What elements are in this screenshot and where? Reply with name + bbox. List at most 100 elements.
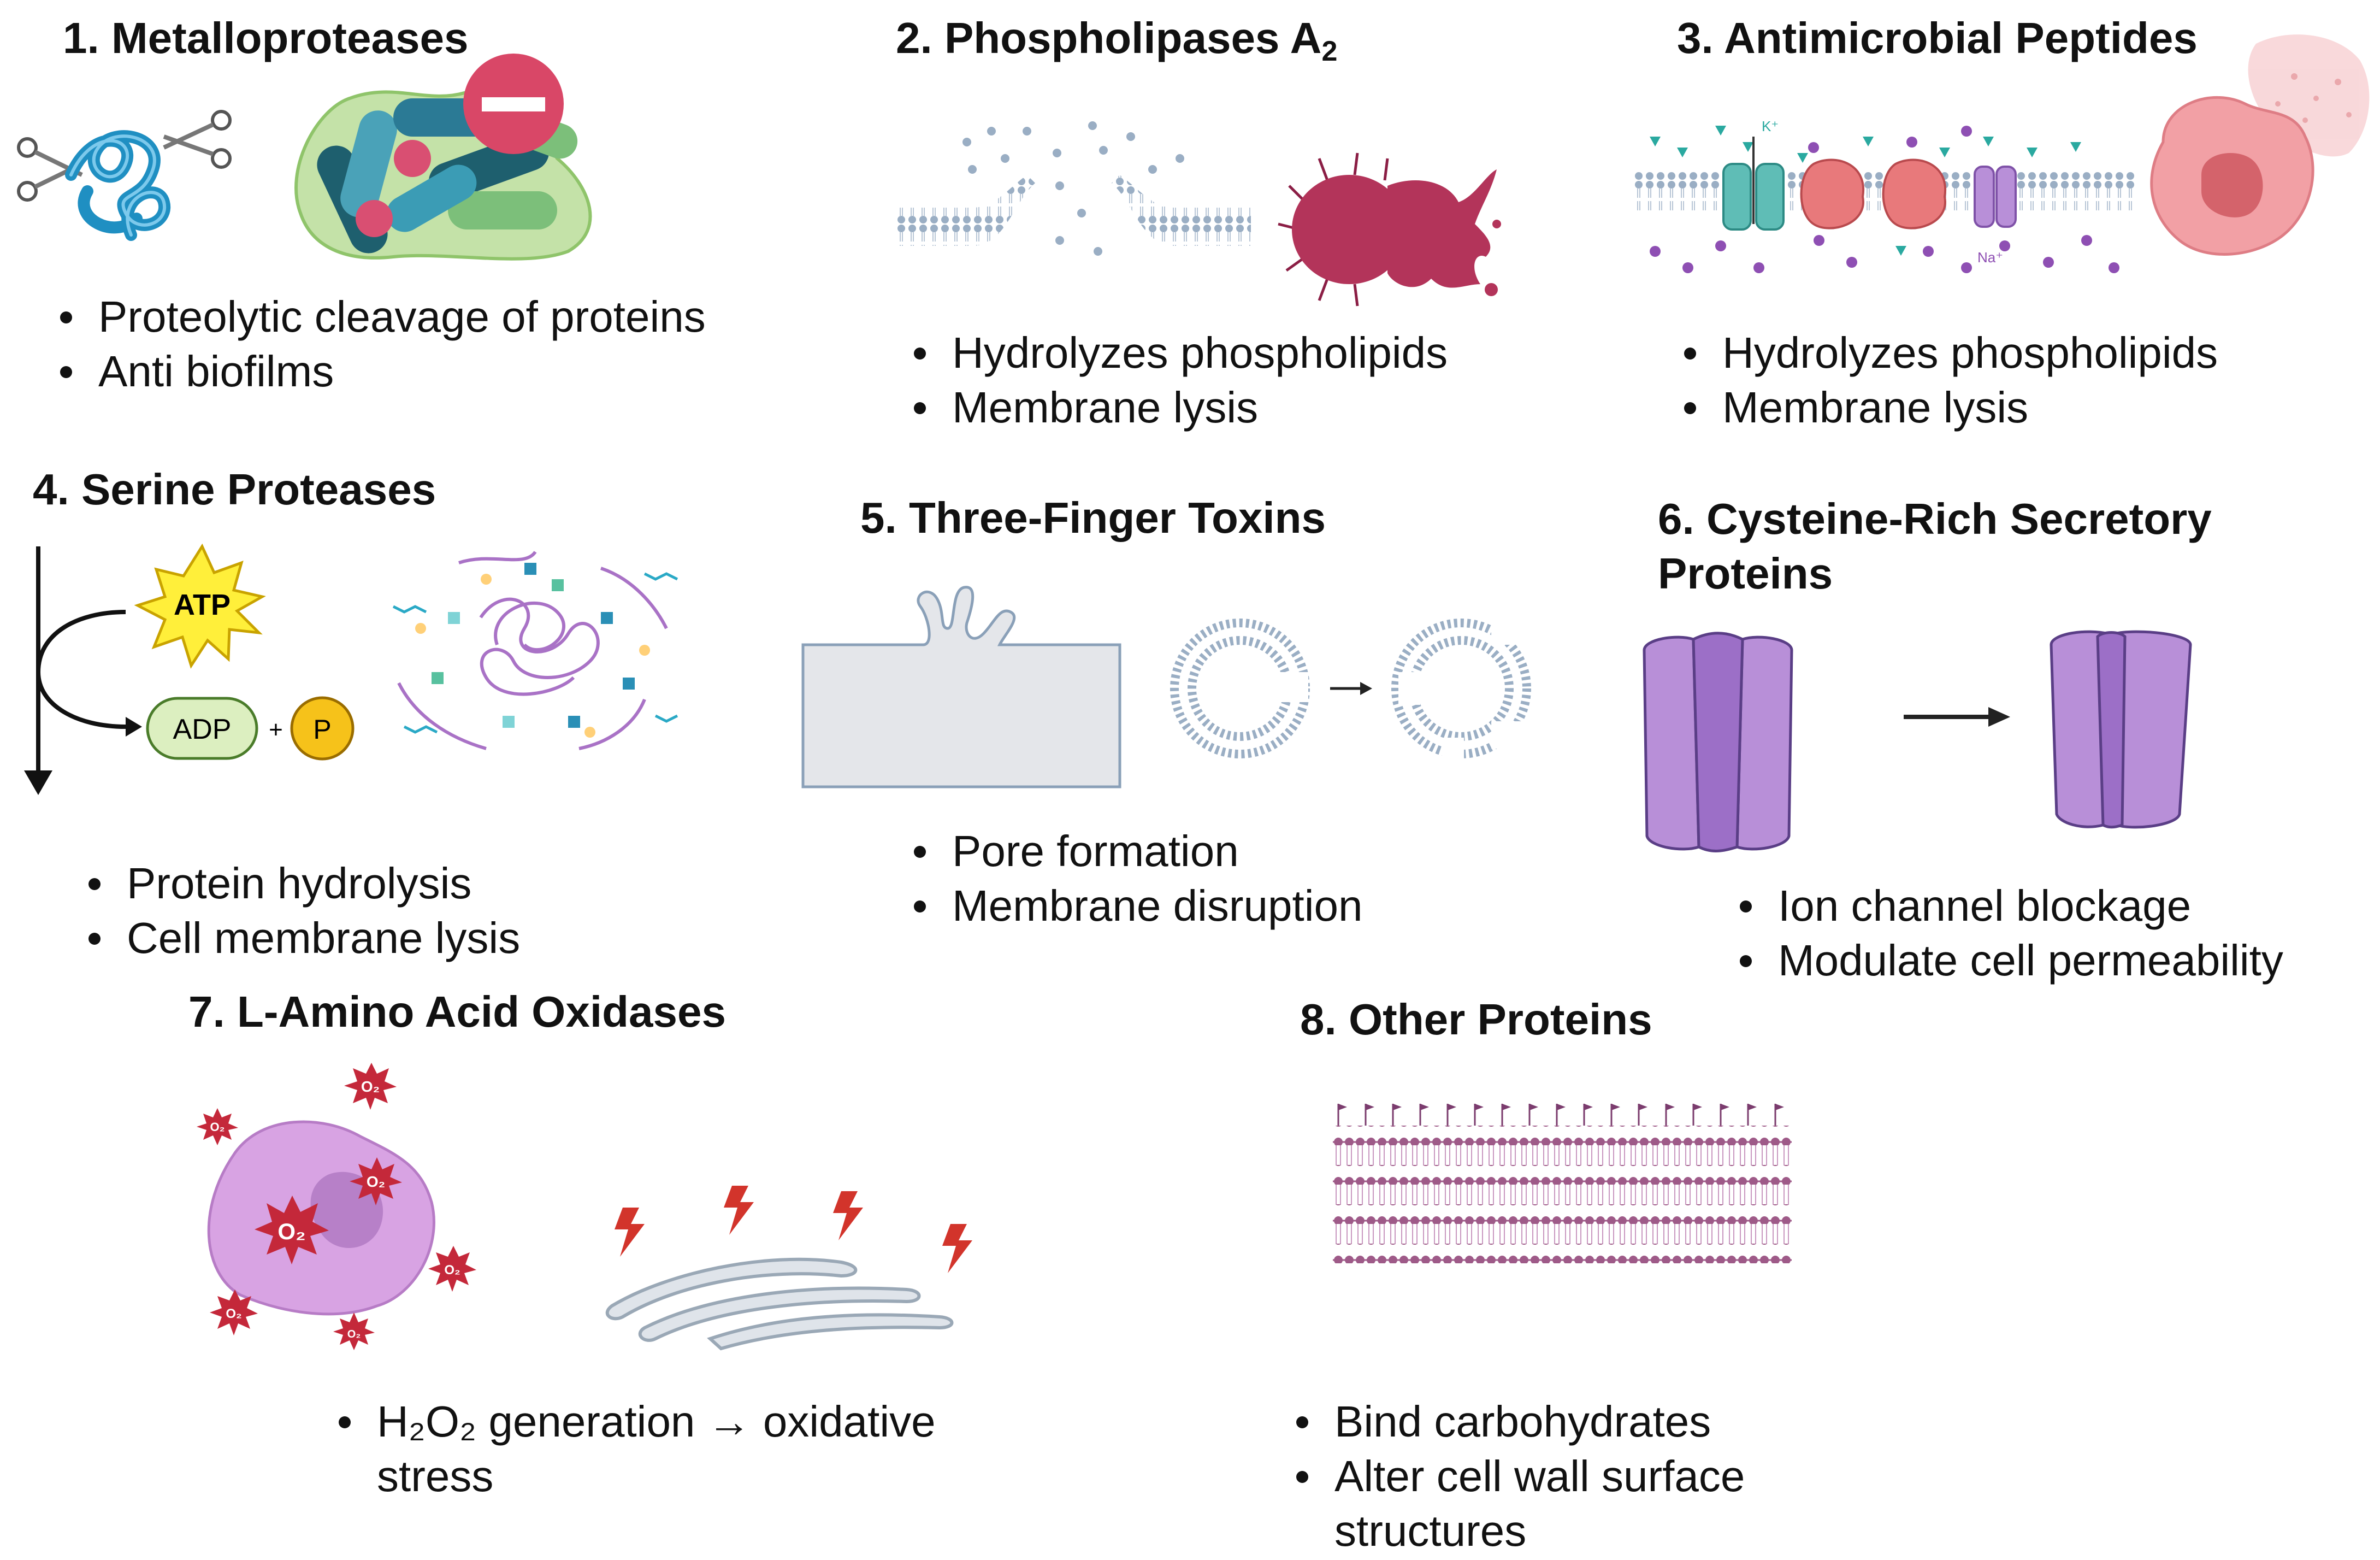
arrow-right-icon [1988,707,2010,727]
panel-2-title: 2. Phospholipases A2 [896,12,1337,68]
bullet-item: Cell membrane lysis [78,911,520,966]
lysing-cell-illustration [2150,34,2370,256]
bacterium-rupture [1387,169,1497,288]
panel-1-bullets: Proteolytic cleavage of proteins Anti bi… [49,290,706,399]
biofilm-illustration [294,54,592,261]
glycan-layer [1333,1165,1792,1185]
cell-surface [801,586,1121,788]
glycan-layer [1333,1244,1792,1263]
peptide-layer [1333,1224,1792,1244]
bullet-item: Membrane lysis [903,380,1448,435]
membrane-left-segment [896,175,1035,246]
scissors-icon-right [163,110,232,169]
lysed-membrane-illustration [896,121,1251,256]
cell-nucleus [2201,153,2263,217]
svg-text:P: P [313,714,331,745]
ion-channel-illustration [1643,630,2192,852]
ros-burst-icon: O₂ [428,1246,476,1292]
endoplasmic-reticulum-icon [605,1257,954,1351]
ros-burst-icon: O₂ [255,1196,329,1264]
cell-wall-glycan-illustration [1333,1104,1792,1263]
bacterium-body [1292,175,1407,284]
ros-burst-icon: O₂ [350,1157,402,1205]
panel-5-bullets: Pore formation Membrane disruption [903,824,1362,933]
sodium-label: Na⁺ [1977,249,2003,266]
panel-6-bullets: Ion channel blockage Modulate cell perme… [1729,879,2283,988]
glycan-layer [1333,1204,1792,1224]
ros-burst-icon: O₂ [344,1063,397,1110]
lightning-bolt-icon [615,1186,972,1273]
plus-sign: + [269,716,283,743]
membrane-right-segment [1112,175,1251,246]
svg-text:ATP: ATP [174,588,231,621]
arrow-down-icon [24,770,52,795]
panel-1-title: 1. Metalloproteases [63,14,469,62]
bullet-item: Alter cell wall surface structures [1285,1449,1832,1558]
panel-6-title-line1: 6. Cysteine-Rich Secretory [1658,495,2212,543]
arrow-right-icon [1360,682,1372,695]
ros-burst-icon: O₂ [197,1108,238,1145]
inhibition-icon [463,54,564,154]
panel-4-title: 4. Serine Proteases [33,465,436,514]
panel-3-bullets: Hydrolyzes phospholipids Membrane lysis [1673,326,2218,435]
panel-8-bullets: Bind carbohydrates Alter cell wall surfa… [1285,1394,1832,1558]
bullet-item: Hydrolyzes phospholipids [903,326,1448,380]
cleaved-protein-illustration [17,110,232,241]
pore-ring-illustration [1170,619,1531,760]
bullet-item: Anti biofilms [49,344,706,399]
damaged-organelle-illustration [605,1186,972,1351]
svg-text:O₂: O₂ [347,1328,361,1340]
bullet-item: Proteolytic cleavage of proteins [49,290,706,344]
blocked-channel-icon [2050,630,2192,829]
svg-text:O₂: O₂ [277,1218,305,1244]
bullet-item: Bind carbohydrates [1285,1394,1832,1449]
bullet-item: Hydrolyzes phospholipids [1673,326,2218,380]
peptide-layer [1333,1185,1792,1204]
panel-7-bullets: H₂O₂ generation → oxidative stress [328,1394,1049,1504]
panel-6-title-line2: Proteins [1658,549,1833,598]
bullet-item: Modulate cell permeability [1729,933,2283,988]
bullet-item: Protein hydrolysis [78,856,520,911]
ros-burst-icon: O₂ [333,1312,375,1350]
ion-channel-membrane-illustration: K⁺ Na⁺ [1633,118,2136,273]
atp-hydrolysis-diagram: ATP ADP + P [24,543,355,795]
purple-channel-icon [1974,166,2017,228]
peptide-layer [1333,1145,1792,1165]
panel-2-bullets: Hydrolyzes phospholipids Membrane lysis [903,326,1448,435]
panel-5-title: 5. Three-Finger Toxins [860,493,1326,542]
sodium-ion [1650,126,2119,273]
potassium-channel-icon [1722,137,1785,231]
panel-4-bullets: Protein hydrolysis Cell membrane lysis [78,856,520,966]
peptide-fragment [392,563,678,738]
panel-2-title-main: 2. Phospholipases A [896,14,1322,62]
glycan-layer [1333,1126,1792,1145]
panel-7-title: 7. L-Amino Acid Oxidases [188,987,726,1036]
ros-burst-icon: O₂ [210,1290,258,1335]
arrow-right-icon [126,717,142,737]
bullet-item: Pore formation [903,824,1362,879]
bullet-item: H₂O₂ generation → oxidative stress [328,1394,1049,1504]
panel-3-title: 3. Antimicrobial Peptides [1677,14,2198,62]
phosphate-icon: P [290,696,355,761]
svg-text:O₂: O₂ [361,1078,380,1095]
panel-8-title: 8. Other Proteins [1300,995,1652,1044]
adp-pill: ADP [146,697,258,760]
released-lipid [962,121,1184,256]
oxidative-stress-cell-illustration: O₂ O₂ O₂ O₂ O₂ O₂ O₂ [197,1063,476,1350]
svg-text:ADP: ADP [173,714,232,745]
bullet-item: Membrane lysis [1673,380,2218,435]
degraded-protein-cloud-illustration [392,551,678,750]
svg-text:O₂: O₂ [367,1173,385,1190]
three-finger-toxin-surface-illustration [801,586,1121,788]
atp-burst-icon: ATP [134,543,266,669]
pore-peptide-icon [1800,158,1947,229]
svg-text:O₂: O₂ [226,1306,241,1321]
svg-text:O₂: O₂ [210,1120,225,1134]
potassium-label: K⁺ [1762,118,1779,134]
lysed-bacterium-illustration [1278,152,1501,307]
open-channel-icon [1643,632,1793,852]
svg-text:O₂: O₂ [444,1263,460,1278]
bullet-item: Membrane disruption [903,879,1362,933]
bullet-item: Ion channel blockage [1729,879,2283,933]
panel-2-title-subscript: 2 [1321,36,1338,67]
